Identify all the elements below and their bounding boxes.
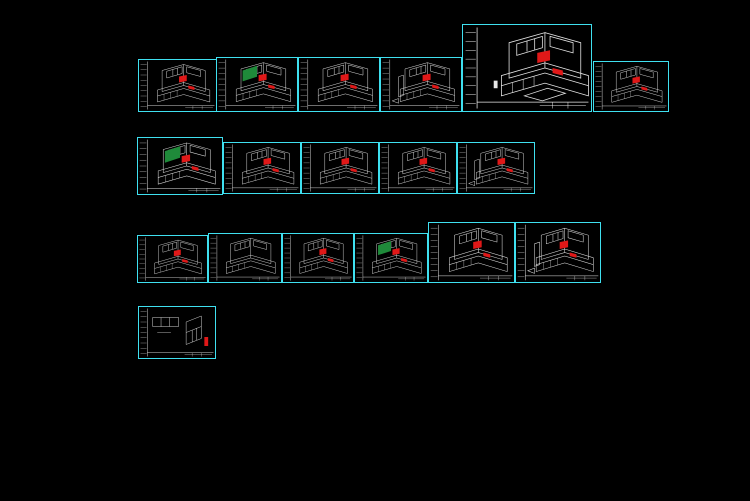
sheet-drawing: [218, 59, 296, 110]
sheet-drawing: [465, 27, 589, 109]
sheet-drawing: [356, 235, 426, 281]
sheet-drawing: [139, 139, 221, 193]
sheet-drawing: [300, 59, 378, 110]
sheet-drawing: [210, 235, 280, 281]
sheet-drawing: [140, 61, 215, 110]
drawing-sheet[interactable]: [593, 61, 669, 112]
drawing-sheet[interactable]: [379, 142, 457, 194]
drawing-sheet[interactable]: [380, 57, 462, 112]
sheet-drawing: [459, 144, 533, 192]
sheet-drawing: [430, 224, 513, 281]
drawing-sheet[interactable]: [137, 137, 223, 195]
sheet-drawing: [303, 144, 377, 192]
sheet-drawing: [595, 63, 667, 110]
drawing-sheet[interactable]: [428, 222, 515, 283]
drawing-sheet[interactable]: [223, 142, 301, 194]
drawing-sheet[interactable]: [298, 57, 380, 112]
sheet-drawing: [225, 144, 299, 192]
sheet-drawing: [284, 235, 352, 281]
drawing-sheet[interactable]: [138, 306, 216, 359]
sheet-drawing: [140, 308, 214, 357]
sheet-drawing: [517, 224, 599, 281]
sheet-drawing: [382, 59, 460, 110]
sheet-drawing: [381, 144, 455, 192]
drawing-sheet[interactable]: [457, 142, 535, 194]
drawing-sheet[interactable]: [354, 233, 428, 283]
drawing-sheet[interactable]: [282, 233, 354, 283]
sheet-drawing: [139, 237, 206, 281]
drawing-sheet[interactable]: [137, 235, 208, 283]
drawing-sheet[interactable]: [138, 59, 217, 112]
drawing-sheet[interactable]: [216, 57, 298, 112]
drawing-sheet[interactable]: [208, 233, 282, 283]
drawing-sheet[interactable]: [462, 24, 592, 112]
drawing-sheet[interactable]: [301, 142, 379, 194]
drawing-sheet[interactable]: [515, 222, 601, 283]
